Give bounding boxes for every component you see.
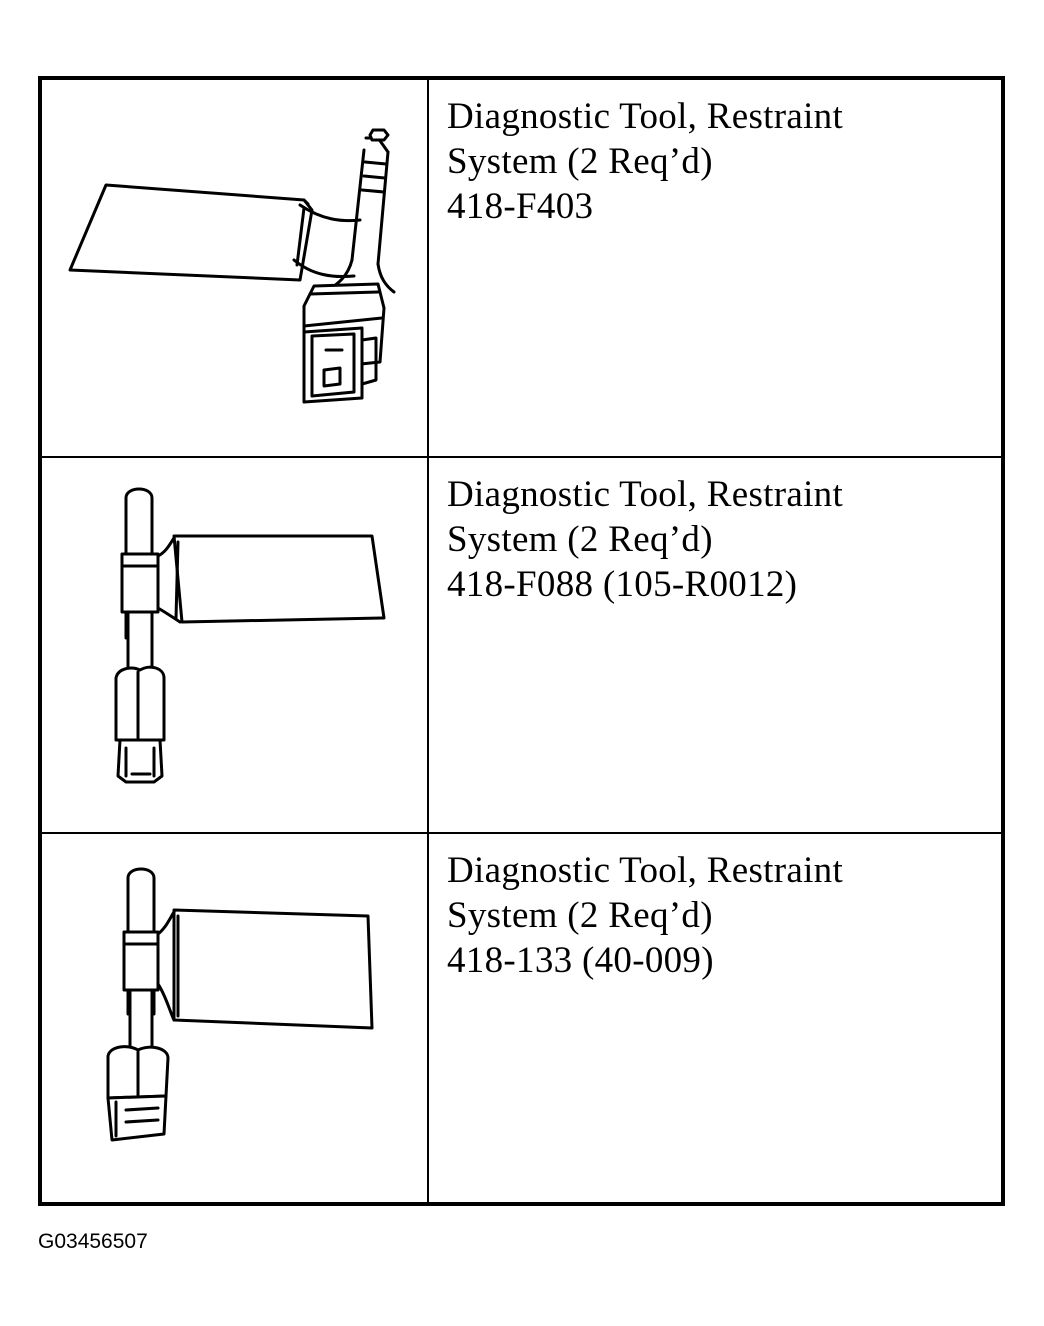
tool-requirement: System (2 Req’d)	[447, 519, 713, 560]
tool-part-number: 418-F403	[447, 186, 594, 227]
tool-table: Diagnostic Tool, Restraint System (2 Req…	[38, 76, 1005, 1206]
illustration-cell	[42, 458, 429, 832]
restraint-diagnostic-connector-tool-icon	[114, 487, 386, 784]
illustration-cell	[42, 80, 429, 456]
tool-name: Diagnostic Tool, Restraint	[447, 474, 844, 515]
tool-name: Diagnostic Tool, Restraint	[447, 850, 844, 891]
tool-requirement: System (2 Req’d)	[447, 141, 713, 182]
description-cell: Diagnostic Tool, Restraint System (2 Req…	[431, 458, 1001, 832]
description-cell: Diagnostic Tool, Restraint System (2 Req…	[431, 80, 1001, 456]
figure-id: G03456507	[38, 1230, 148, 1253]
restraint-diagnostic-connector-tool-icon	[68, 128, 396, 404]
tool-part-number: 418-133 (40-009)	[447, 940, 714, 981]
tool-requirement: System (2 Req’d)	[447, 895, 713, 936]
restraint-diagnostic-connector-tool-icon	[106, 867, 374, 1142]
table-row: Diagnostic Tool, Restraint System (2 Req…	[42, 458, 1001, 834]
description-cell: Diagnostic Tool, Restraint System (2 Req…	[431, 834, 1001, 1202]
illustration-cell	[42, 834, 429, 1202]
table-row: Diagnostic Tool, Restraint System (2 Req…	[42, 80, 1001, 458]
tool-part-number: 418-F088 (105-R0012)	[447, 564, 798, 605]
table-row: Diagnostic Tool, Restraint System (2 Req…	[42, 834, 1001, 1202]
tool-name: Diagnostic Tool, Restraint	[447, 96, 844, 137]
